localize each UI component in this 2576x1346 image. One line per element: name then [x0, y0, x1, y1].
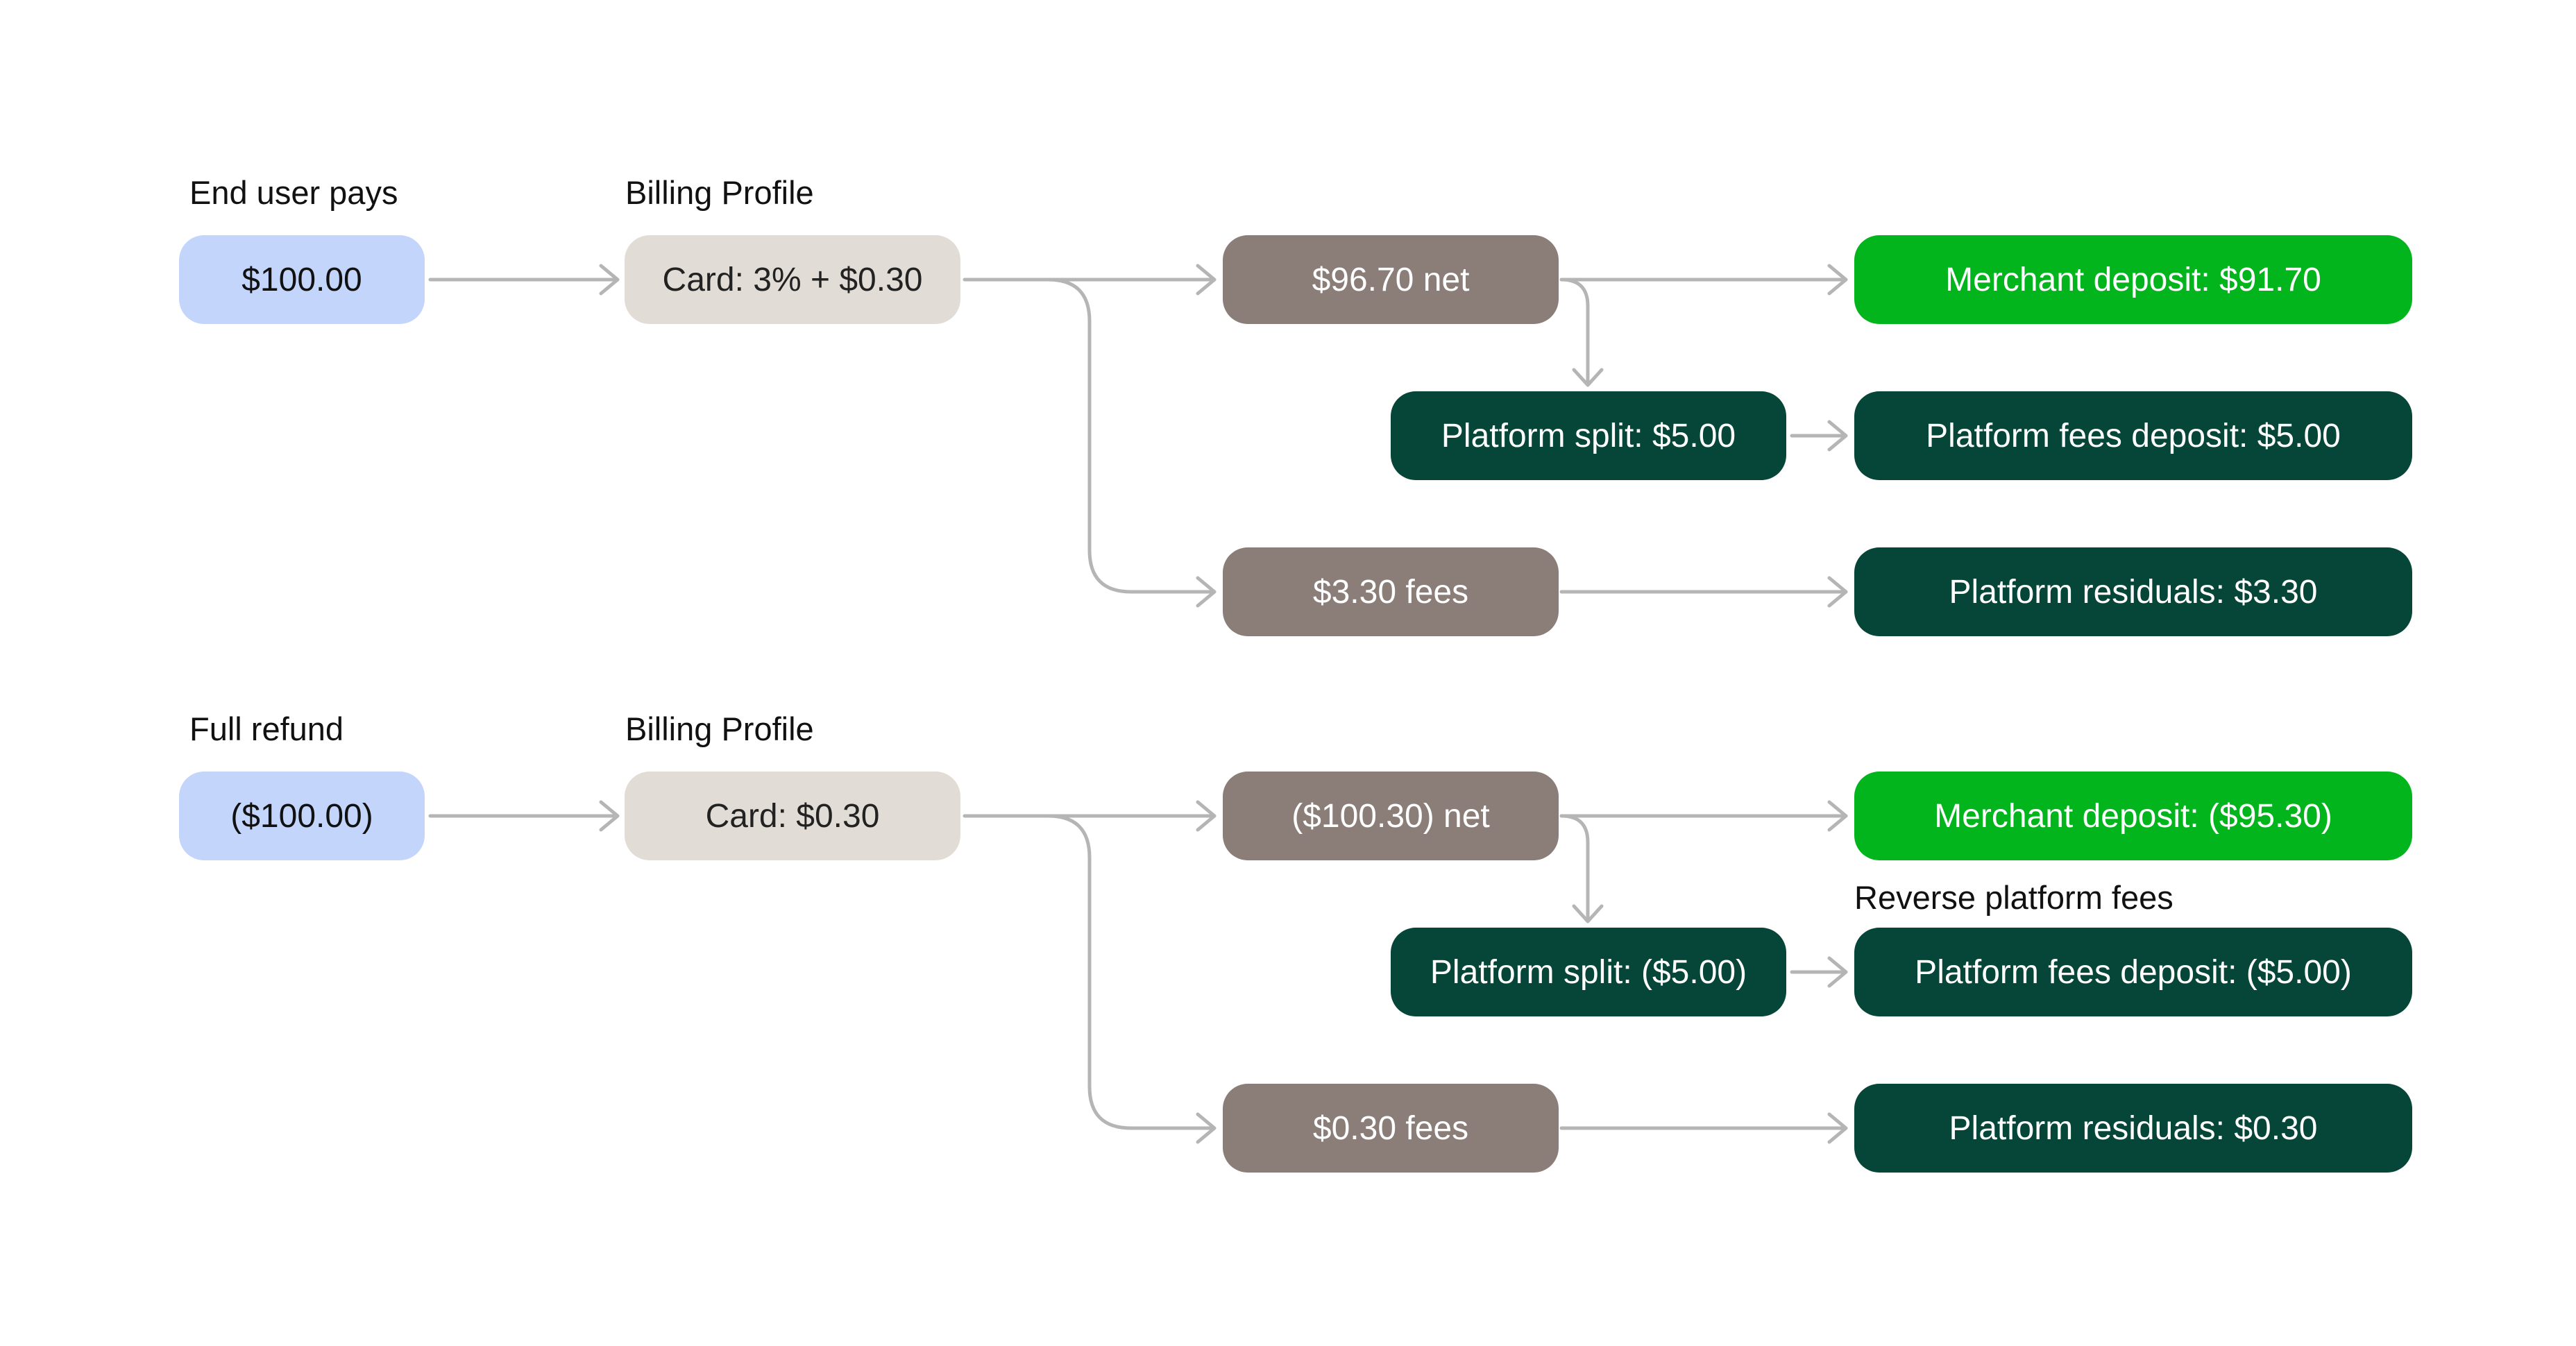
- arrow-billing-to-net: [963, 264, 1217, 296]
- platform-split-node: Platform split: $5.00: [1391, 391, 1786, 480]
- arrow-split-to-fees-deposit: [1790, 420, 1848, 452]
- platform-fees-deposit-node: Platform fees deposit: $5.00: [1854, 391, 2412, 480]
- refund-fees-amount: $0.30 fees: [1312, 1109, 1469, 1147]
- arrow-net-to-platform-split: [1559, 278, 1604, 387]
- refund-billing-profile-label: Billing Profile: [625, 710, 814, 747]
- arrow-refund-billing-to-fees: [1046, 814, 1217, 1144]
- arrow-refund-split-to-fees-deposit: [1790, 956, 1848, 988]
- payment-source-node: $100.00: [179, 235, 425, 324]
- end-user-pays-label: End user pays: [189, 174, 398, 211]
- arrow-refund-net-to-merchant: [1559, 800, 1848, 832]
- platform-residuals-node: Platform residuals: $3.30: [1854, 547, 2412, 636]
- refund-fees-node: $0.30 fees: [1223, 1084, 1559, 1173]
- arrow-refund-net-to-platform-split: [1559, 814, 1604, 923]
- full-refund-label: Full refund: [189, 710, 344, 747]
- billing-profile-node: Card: 3% + $0.30: [625, 235, 960, 324]
- refund-billing-profile-value: Card: $0.30: [705, 797, 880, 835]
- refund-platform-fees-deposit-node: Platform fees deposit: ($5.00): [1854, 928, 2412, 1016]
- platform-split-amount: Platform split: $5.00: [1441, 417, 1736, 454]
- refund-billing-profile-node: Card: $0.30: [625, 772, 960, 860]
- arrow-billing-to-fees: [1046, 278, 1217, 608]
- merchant-deposit-amount: Merchant deposit: $91.70: [1945, 261, 2321, 298]
- reverse-platform-fees-label: Reverse platform fees: [1854, 879, 2174, 916]
- refund-platform-residuals-node: Platform residuals: $0.30: [1854, 1084, 2412, 1173]
- refund-platform-split-amount: Platform split: ($5.00): [1430, 953, 1747, 991]
- arrow-refund-fees-to-residuals: [1559, 1112, 1848, 1144]
- net-amount: $96.70 net: [1312, 261, 1470, 298]
- refund-platform-residuals-amount: Platform residuals: $0.30: [1949, 1109, 2318, 1147]
- billing-profile-value: Card: 3% + $0.30: [662, 261, 923, 298]
- refund-source-node: ($100.00): [179, 772, 425, 860]
- fees-amount: $3.30 fees: [1312, 573, 1469, 611]
- arrow-refund-billing-to-net: [963, 800, 1217, 832]
- refund-net-amount: ($100.30) net: [1291, 797, 1490, 835]
- refund-merchant-deposit-amount: Merchant deposit: ($95.30): [1934, 797, 2332, 835]
- refund-platform-fees-deposit-amount: Platform fees deposit: ($5.00): [1915, 953, 2352, 991]
- refund-platform-split-node: Platform split: ($5.00): [1391, 928, 1786, 1016]
- refund-merchant-deposit-node: Merchant deposit: ($95.30): [1854, 772, 2412, 860]
- billing-profile-label: Billing Profile: [625, 174, 814, 211]
- merchant-deposit-node: Merchant deposit: $91.70: [1854, 235, 2412, 324]
- arrow-source-to-billing: [428, 264, 620, 296]
- fees-node: $3.30 fees: [1223, 547, 1559, 636]
- refund-source-amount: ($100.00): [230, 797, 373, 835]
- platform-residuals-amount: Platform residuals: $3.30: [1949, 573, 2318, 611]
- arrow-refund-source-to-billing: [428, 800, 620, 832]
- arrow-fees-to-residuals: [1559, 576, 1848, 608]
- net-node: $96.70 net: [1223, 235, 1559, 324]
- payment-source-amount: $100.00: [242, 261, 362, 298]
- refund-net-node: ($100.30) net: [1223, 772, 1559, 860]
- platform-fees-deposit-amount: Platform fees deposit: $5.00: [1926, 417, 2341, 454]
- arrow-net-to-merchant: [1559, 264, 1848, 296]
